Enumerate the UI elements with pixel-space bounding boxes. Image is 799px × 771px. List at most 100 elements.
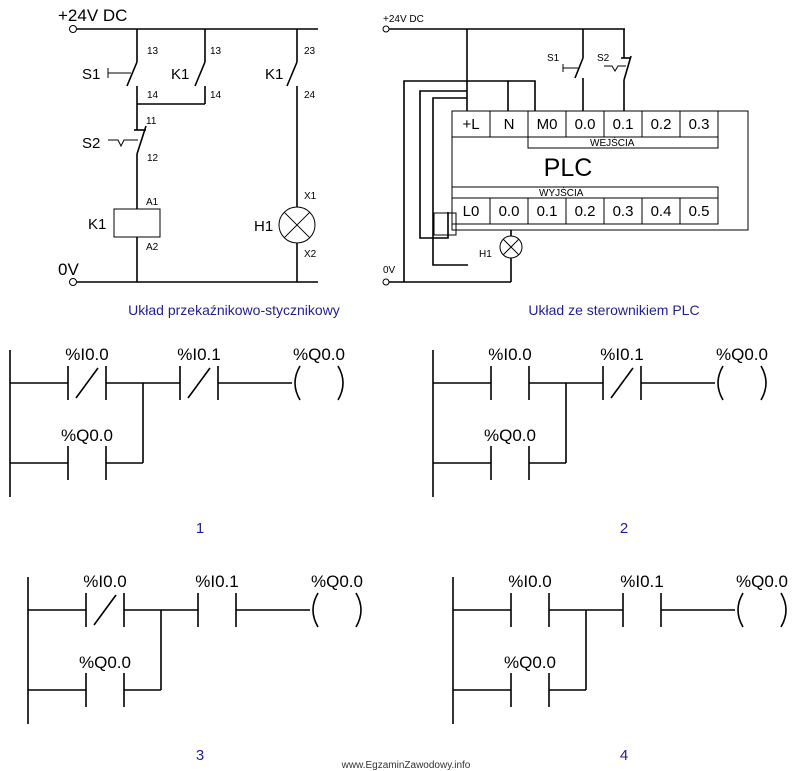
contact-c1-nc-slash: [93, 594, 117, 626]
ground-terminal: [382, 278, 390, 286]
input-terminal-label: 0.1: [613, 116, 634, 133]
relay-caption: Układ przekaźnikowo-stycznikowy: [128, 302, 340, 318]
answer-number: 1: [196, 520, 204, 537]
ground-label: 0V: [58, 260, 79, 279]
s1-contact: [574, 57, 584, 79]
s2-contact: [136, 125, 147, 155]
answer-number: 4: [620, 747, 628, 764]
wire-loop: [432, 97, 468, 266]
input-terminal-label: 0.0: [575, 116, 596, 133]
terminal-13: 13: [147, 46, 159, 57]
output-terminal-label: 0.1: [537, 203, 558, 220]
contact-c2-nc-slash: [187, 367, 211, 399]
contact-c2-label: %I0.1: [600, 345, 643, 364]
output-terminal-label: 0.3: [613, 203, 634, 220]
contact-c1-label: %I0.0: [508, 572, 551, 591]
input-terminal-box: [451, 110, 491, 138]
contact-c1-label: %I0.0: [83, 572, 126, 591]
ladder-4: %I0.0%I0.1%Q0.0%Q0.04: [452, 572, 788, 764]
s1-label: S1: [82, 66, 100, 83]
terminal-14: 14: [210, 90, 222, 101]
h1-label: H1: [254, 218, 273, 235]
coil-left: [294, 365, 301, 401]
coil-label: %Q0.0: [293, 345, 345, 364]
terminal-x2: X2: [304, 249, 317, 260]
coil-label: %Q0.0: [311, 572, 363, 591]
wire-m0-n: [507, 80, 536, 111]
plc-title: PLC: [544, 154, 593, 182]
hold-contact-label: %Q0.0: [79, 653, 131, 672]
output-terminal-label: 0.4: [651, 203, 672, 220]
coil-right: [760, 365, 767, 401]
coil-right: [780, 592, 787, 628]
output-terminal-box: [641, 197, 681, 225]
output-terminal-label: 0.5: [689, 203, 710, 220]
contact-c1-nc-slash: [75, 367, 99, 399]
coil-right: [355, 592, 362, 628]
input-terminal-label: N: [504, 116, 515, 133]
output-terminal-label: L0: [463, 203, 480, 220]
terminal-24: 24: [304, 90, 316, 101]
terminal-12: 12: [147, 153, 159, 164]
input-terminal-box: [679, 110, 719, 138]
s2-contact: [623, 55, 632, 81]
terminal-14: 14: [147, 90, 159, 101]
ladder-2: %I0.0%I0.1%Q0.0%Q0.02: [432, 345, 768, 537]
coil-label: %Q0.0: [716, 345, 768, 364]
coil-left: [717, 365, 724, 401]
s1-label: S1: [547, 53, 560, 64]
ladder-3: %I0.0 %I0.1 %Q0.0 %Q0.0 3: [27, 572, 363, 764]
contact-c1-label: %I0.0: [65, 345, 108, 364]
contact-c2-label: %I0.1: [195, 572, 238, 591]
hold-contact-label: %Q0.0: [504, 653, 556, 672]
plc-caption: Układ ze sterownikiem PLC: [528, 302, 699, 318]
contact-c1-label: %I0.0: [488, 345, 531, 364]
wire-n-ground: [403, 80, 508, 282]
ladder-1: %I0.0 %I0.1 %Q0.0 %Q0.0 1: [9, 345, 345, 537]
input-terminal-label: 0.2: [651, 116, 672, 133]
input-terminal-label: 0.3: [689, 116, 710, 133]
wire-l0: [419, 90, 467, 239]
input-terminal-box: [527, 110, 567, 138]
k1-aux-contact: [286, 61, 298, 87]
inputs-label: WEJŚCIA: [590, 136, 635, 149]
output-terminal-box: [451, 197, 491, 225]
contact-c2-label: %I0.1: [177, 345, 220, 364]
coil-right: [337, 365, 344, 401]
k1-coil: [113, 208, 161, 238]
plc-output-terminals: L0 0.0 0.1 0.2 0.3 0.4 0.5: [451, 197, 719, 225]
inputs-bar: [527, 136, 719, 149]
ladder-diagrams: %I0.0 %I0.1 %Q0.0 %Q0.0 1 %I0.0 %I0.1 %Q0.0 %Q0.…: [9, 345, 788, 764]
terminal-23: 23: [304, 46, 316, 57]
egzamin-logo-icon: [433, 212, 457, 236]
outputs-label: WYJŚCIA: [539, 186, 584, 199]
coil-label: %Q0.0: [736, 572, 788, 591]
output-terminal-label: 0.0: [499, 203, 520, 220]
outputs-bar: [451, 186, 719, 199]
contact-c2-nc-slash: [610, 367, 634, 399]
coil-left: [737, 592, 744, 628]
terminal-a1: A1: [146, 197, 159, 208]
s2-label: S2: [82, 135, 100, 152]
answer-number: 3: [196, 747, 204, 764]
terminal-13: 13: [210, 46, 222, 57]
s1-contact: [126, 61, 138, 87]
relay-circuit: +24V DC 0V S1 13 14 K1 13 14 S2 11 12: [58, 6, 340, 318]
output-terminal-box: [603, 197, 643, 225]
supply-terminal: [382, 25, 390, 33]
coil-left: [312, 592, 319, 628]
terminal-x1: X1: [304, 191, 317, 202]
hold-contact-label: %Q0.0: [484, 426, 536, 445]
hold-contact-label: %Q0.0: [61, 426, 113, 445]
k1-contact-label: K1: [171, 66, 189, 83]
output-terminal-label: 0.2: [575, 203, 596, 220]
k1-aux-label: K1: [265, 66, 283, 83]
ground-terminal: [69, 278, 77, 286]
input-terminal-box: [603, 110, 643, 138]
terminal-11: 11: [146, 116, 157, 127]
k1-coil-label: K1: [88, 216, 106, 233]
h1-label: H1: [479, 249, 492, 260]
supply-label: +24V DC: [58, 6, 127, 25]
